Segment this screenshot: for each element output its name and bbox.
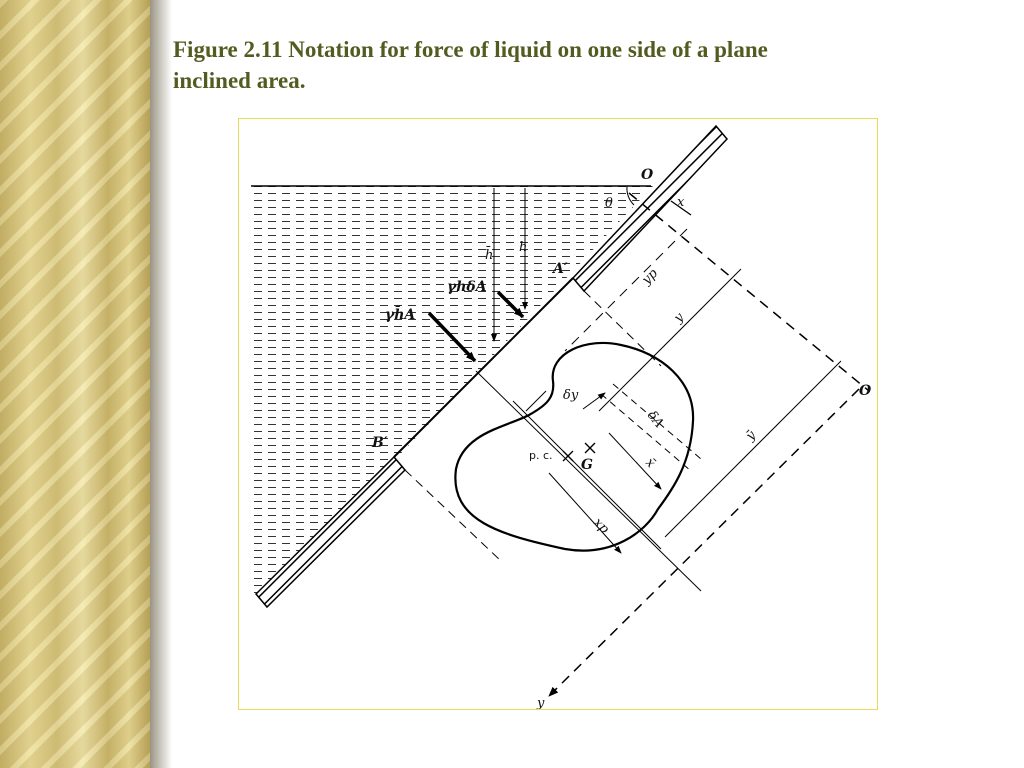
wall-lower (254, 455, 407, 609)
figure-frame: O O θ h̄ h A′ B′ γhδA γh̄A x y yp y ȳ δy… (238, 118, 878, 710)
g-marker-b (584, 442, 596, 454)
guide-line (525, 390, 547, 412)
strip-edge-1 (600, 393, 692, 472)
y-label: y (671, 310, 688, 327)
decorative-gold-border (0, 0, 150, 768)
plane-trace (393, 277, 574, 458)
x-axis-label: x (677, 195, 685, 210)
pressure-center-label: p. c. (529, 449, 553, 462)
force-element-label: γhδA (447, 279, 487, 295)
h-bar-label: h̄ (485, 246, 493, 263)
y-axis (548, 388, 860, 697)
force-total-label: γh̄A (385, 304, 415, 323)
xbar-label: x̄ (642, 455, 658, 471)
pc-marker-b (562, 450, 574, 462)
xp-dimension (548, 472, 622, 554)
delta-y-label: δy (563, 388, 579, 403)
y-axis-label: y (536, 696, 545, 709)
projection-g (475, 370, 702, 592)
border-shadow (150, 0, 172, 768)
plane-area-outline (454, 341, 695, 552)
x-axis (628, 192, 870, 392)
h-label: h (519, 240, 527, 255)
projection-x (512, 400, 662, 550)
slide-title: Figure 2.11 Notation for force of liquid… (173, 37, 768, 93)
delta-a-label: δA (644, 408, 666, 431)
projection-a (583, 290, 662, 367)
ybar-dimension (664, 360, 842, 538)
x-mark-top (670, 200, 692, 216)
xbar-dimension (608, 432, 662, 490)
y-dimension (598, 268, 742, 412)
force-element-arrow (496, 290, 525, 319)
origin-top-label: O (641, 167, 654, 183)
yp-label: yp (639, 266, 662, 289)
inclined-plane-diagram: O O θ h̄ h A′ B′ γhδA γh̄A x y yp y ȳ δy… (251, 124, 872, 709)
yp-dimension (564, 228, 688, 352)
force-total-arrow (427, 311, 477, 363)
point-a-label: A′ (551, 261, 568, 277)
xp-label: xp (590, 515, 612, 537)
theta-arc (626, 185, 635, 206)
point-b-label: B′ (371, 435, 388, 451)
ybar-label: ȳ (743, 428, 760, 445)
strip-edge-2 (612, 383, 702, 460)
liquid-region (251, 186, 653, 599)
delta-y-arrow (582, 392, 606, 410)
origin-right-label: O (859, 383, 872, 399)
centroid-label: G (581, 457, 593, 473)
theta-label: θ (605, 196, 613, 211)
projection-b (404, 469, 502, 562)
